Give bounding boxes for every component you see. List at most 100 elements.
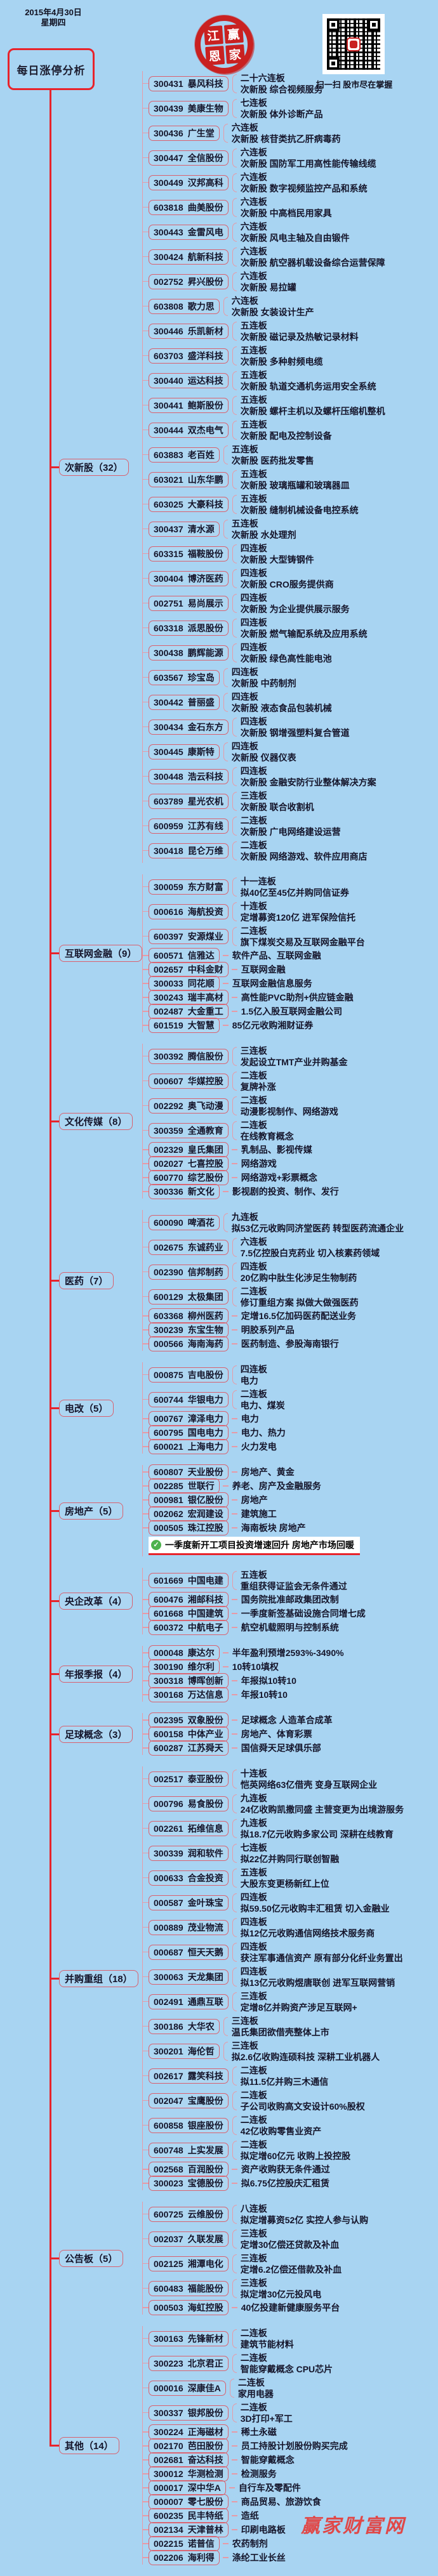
branch-line: [143, 1719, 149, 1721]
stock-details: 三连板发起设立TMT产业并购基金: [237, 1045, 348, 1068]
stock-details: 四连板次新股 CRO服务提供商: [237, 567, 334, 590]
stock-detail: 家用电器: [237, 2388, 274, 2399]
detail-connector-line: [232, 247, 237, 266]
branch-line: [143, 355, 149, 357]
stock-name: 银座股份: [187, 2120, 223, 2131]
stock-detail: 稀土永磁: [241, 2427, 277, 2437]
stock-code: 300441: [154, 400, 183, 411]
stock-detail: 拟22亿并购同行联创智融: [240, 1853, 340, 1864]
stock-detail: 次新股 大型铸钢件: [240, 554, 314, 565]
stock-code: 300339: [154, 1848, 183, 1858]
category-cell: 并购重组（18）: [50, 1969, 142, 1987]
stock-detail: 四连板: [240, 716, 267, 726]
stock-name: 美康生物: [187, 103, 223, 114]
stock-name: 曲美股份: [187, 202, 223, 213]
stock-detail: 四连板: [231, 740, 258, 751]
stock-details: 建筑施工: [237, 1508, 277, 1520]
detail-connector-line: [232, 1390, 237, 1409]
stock-code: 600090: [154, 1217, 183, 1228]
detail-connector-line: [231, 1011, 237, 1012]
stock-detail: 八连板: [240, 2203, 267, 2214]
branch-line: [143, 379, 149, 381]
branch-line: [143, 1446, 149, 1447]
stock-details: 四连板次新股 燃气输配系统及应用系统: [237, 617, 368, 640]
detail-connector-line: [232, 395, 237, 415]
stock-detail: 五连板: [231, 444, 258, 454]
branch-line: [143, 2557, 149, 2558]
stock-details: 二连板次新股 广电网络建设运营: [237, 815, 341, 838]
stock-code: 002657: [154, 964, 183, 975]
stock-detail: 网络游戏: [241, 1159, 277, 1169]
branch-line: [143, 2075, 149, 2077]
branch-line: [50, 1600, 59, 1602]
stock-detail: 六连板: [240, 221, 267, 232]
stock-name: 易食股份: [187, 1798, 223, 1809]
category-node: 房地产（5）: [59, 1502, 124, 1520]
stock-details: 五连板次新股 多种射频电缆: [237, 345, 323, 367]
stock-name: 鲍斯股份: [187, 400, 223, 411]
stock-detail: 42亿收购零售业资产: [240, 2126, 322, 2136]
stock-code: 300190: [154, 1662, 183, 1672]
branch-line: [143, 886, 149, 888]
stock-code: 002062: [154, 1509, 183, 1519]
stock-detail: 四连板: [240, 641, 267, 652]
stock-code: 002206: [154, 2553, 183, 2563]
stock-details: 四连板次新股 金融安防行业整体解决方案: [237, 765, 376, 788]
stock-detail: 次新股 液态食品包装机械: [231, 702, 332, 713]
stock-code: 603021: [154, 474, 183, 485]
stock-detail: 国信舜天足球俱乐部: [241, 1743, 321, 1753]
stock-code: 300438: [154, 647, 183, 658]
stock-code: 002292: [154, 1100, 183, 1111]
stock-code: 600807: [154, 1467, 183, 1477]
stock-details: 四连板获注军事通信资产 原有部分化纤业务置出: [237, 1941, 403, 1964]
detail-connector-line: [222, 1191, 229, 1192]
detail-connector-line: [232, 2329, 237, 2348]
stock-detail: 拟定增30亿元投风电: [240, 2289, 322, 2299]
stock-details: 农药制剂: [229, 2537, 268, 2550]
stock-details: 三连板定增30亿偿还贷款及补血: [237, 2228, 340, 2251]
detail-connector-line: [232, 766, 237, 786]
stock-detail: 动漫影视制作、网络游戏: [240, 1106, 338, 1117]
stock-details: 智能穿戴概念: [237, 2454, 295, 2466]
stock-details: 八连板拟定增募资52亿 实控人参与认购: [237, 2203, 368, 2226]
stock-code: 002027: [154, 1159, 183, 1169]
stock-code: 600476: [154, 1594, 183, 1605]
note-text: 一季度新开工项目投资增速回升 房地产市场回暖: [165, 1539, 354, 1550]
branch-line: [143, 1398, 149, 1400]
stock-name: 福鞍股份: [187, 548, 223, 559]
branch-line: [143, 1527, 149, 1528]
stock-name: 宝德股份: [187, 2178, 223, 2188]
detail-connector-line: [229, 2487, 235, 2488]
stock-name: 太极集团: [187, 1291, 223, 1302]
stock-details: 二连板建筑节能材料: [237, 2327, 294, 2350]
stock-code: 601519: [154, 1020, 183, 1030]
qr-finder-icon: [327, 18, 340, 31]
stock-name: 银邦股份: [187, 2407, 223, 2418]
stock-details: 四连板次新股 为企业提供展示服务: [237, 592, 350, 615]
stock-code: 600748: [154, 2145, 183, 2155]
stock-code: 002395: [154, 1715, 183, 1725]
branch-line: [143, 969, 149, 970]
stock-name: 深康佳A: [187, 2382, 221, 2393]
seal-char: 江: [203, 25, 223, 45]
detail-connector-line: [223, 123, 228, 143]
